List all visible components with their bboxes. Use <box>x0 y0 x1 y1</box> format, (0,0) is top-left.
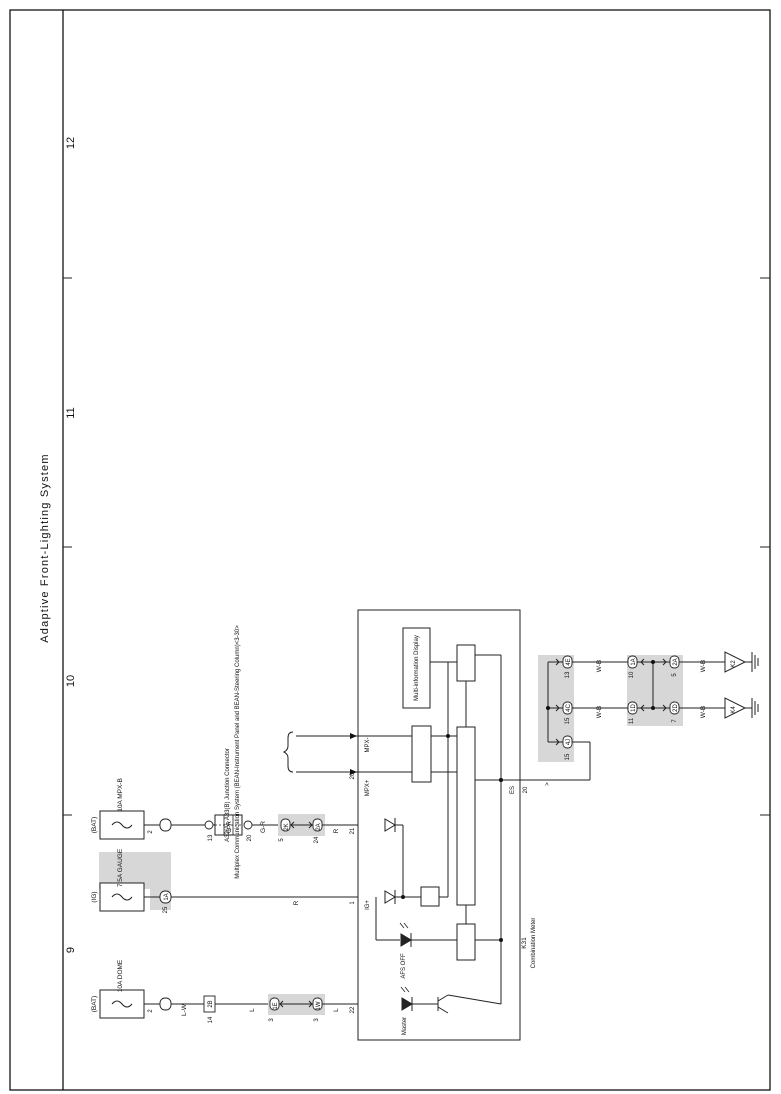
zone-number-11: 11 <box>65 407 77 418</box>
connector-2k-2a: 5 24 2K 2A <box>279 818 323 843</box>
fuse-gauge-source: (IG) <box>91 891 98 902</box>
ground-splice-left: 4J 4C 4E 15 15 13 <box>546 655 573 760</box>
wire-w-b-4: W-B <box>700 706 707 719</box>
pin-row1-a: 5 <box>279 838 285 842</box>
mid-label: Multi-information Display <box>414 635 420 701</box>
es-arrow-mark: > <box>545 782 551 786</box>
fuse-gauge-pin: 25 <box>163 906 169 913</box>
gnd-conn-f: 2D <box>673 703 679 711</box>
connector-1e-1w: 1E 1W 3 3 <box>269 997 323 1022</box>
junction-label: A32(A), A33(B) Junction Connector <box>225 748 231 842</box>
mpx-note: Multiplex Communication System (BEAN-Ins… <box>235 625 241 879</box>
gnd-pin-g: 5 <box>672 673 678 677</box>
afs-off-label: AFS OFF <box>401 953 407 979</box>
ground-k2-label: K2 <box>731 660 737 668</box>
conn-row1-a: 2K <box>284 823 290 830</box>
ground-k4-label: K4 <box>731 706 737 714</box>
fuse-mpx-b: (BAT) 10A MPX-B 2 <box>91 778 172 840</box>
zone-number-12: 12 <box>65 137 77 149</box>
ground-splice-right: 1D 1A 2D 2A 11 10 7 5 <box>627 655 680 724</box>
pin-row3-c: 3 <box>314 1018 320 1022</box>
combination-meter <box>357 609 521 1041</box>
conn-row3-b: 1E <box>273 1002 279 1009</box>
wire-w-b-2: W-B <box>596 706 603 719</box>
wire-l-2: L <box>333 1008 340 1012</box>
fuse-mpx-b-name: 10A MPX-B <box>117 778 124 812</box>
conn-row1-b: 2A <box>316 823 322 830</box>
meter-name: Combination Meter <box>531 918 537 969</box>
pin-row2: 1 <box>350 901 356 905</box>
gnd-pin-a: 15 <box>565 753 571 760</box>
conn-row3-a: 2B <box>208 1000 214 1007</box>
gnd-conn-a: 4J <box>566 739 572 745</box>
pin-row3-a: 14 <box>208 1016 214 1023</box>
master-led <box>401 997 413 1011</box>
zone-number-9: 9 <box>65 947 77 953</box>
fuse-dome-pin: 2 <box>148 1009 154 1013</box>
wire-w-b-1: W-B <box>596 660 603 673</box>
gnd-pin-f: 7 <box>672 719 678 723</box>
fuse-dome-source: (BAT) <box>91 996 98 1013</box>
junction-connector: A32(A), A33(B) Junction Connector 13 20 <box>204 748 253 842</box>
zone-ticks <box>63 277 770 816</box>
pin-mpx-plus: 20 <box>350 772 356 779</box>
pin-es: 20 <box>523 786 529 793</box>
wire-l-w: L-W <box>181 1003 188 1016</box>
fuse-gauge-conn: 1A <box>164 893 170 900</box>
page-frame <box>9 9 771 1091</box>
afs-off-led <box>400 933 412 947</box>
gnd-conn-d: 1D <box>631 703 637 711</box>
fuse-gauge: (IG) 7.5A GAUGE 25 1A <box>91 848 172 913</box>
wire-g-r-2: G-R <box>260 821 267 833</box>
gnd-pin-d: 11 <box>629 717 635 724</box>
junction-pin-a: 13 <box>208 834 214 841</box>
fuse-gauge-name: 7.5A GAUGE <box>117 848 124 887</box>
fuse-mpx-b-pin: 2 <box>148 830 154 834</box>
fuse-dome: (BAT) 10A DOME 2 <box>91 959 172 1019</box>
fuse-mpx-b-source: (BAT) <box>91 817 98 834</box>
meter-es: ES <box>510 786 516 794</box>
meter-mpx-plus: MPX+ <box>365 779 371 796</box>
wire-r-row2: R <box>293 900 300 905</box>
gnd-conn-g: 2A <box>673 658 679 665</box>
wire-l-1: L <box>249 1008 256 1012</box>
multi-information-display <box>402 627 431 709</box>
gnd-pin-c: 13 <box>565 671 571 678</box>
gnd-pin-e: 10 <box>629 671 635 678</box>
gnd-conn-b: 4C <box>566 703 572 711</box>
wire-w-b-3: W-B <box>700 660 707 673</box>
diagram-title: Adaptive Front-Lighting System <box>39 453 51 642</box>
master-label: Master <box>402 1017 408 1035</box>
ground-k4-icon: K4 <box>724 697 759 719</box>
conn-row3-c: 1W <box>316 1001 322 1010</box>
gnd-pin-b: 15 <box>565 717 571 724</box>
pin-row3-d: 22 <box>350 1006 356 1013</box>
wire-r-row1: R <box>333 828 340 833</box>
pin-row3-b: 3 <box>269 1018 275 1022</box>
connector-2b: 2B 14 <box>203 995 216 1023</box>
meter-code: K31 <box>521 937 528 949</box>
pin-row1-b: 24 <box>314 836 320 843</box>
wire-g-r-1: G-R <box>226 821 233 833</box>
junction-pin-b: 20 <box>247 834 253 841</box>
gnd-conn-e: 1A <box>631 658 637 665</box>
meter-ig-plus: IG+ <box>365 900 371 910</box>
ground-k2-icon: K2 <box>724 651 759 673</box>
fuse-dome-name: 10A DOME <box>117 959 124 992</box>
meter-mpx-minus: MPX- <box>365 737 371 752</box>
pin-row1-c: 21 <box>350 827 356 834</box>
gnd-conn-c: 4E <box>566 658 572 665</box>
master-transistor <box>432 994 449 1014</box>
zone-number-10: 10 <box>65 675 77 687</box>
